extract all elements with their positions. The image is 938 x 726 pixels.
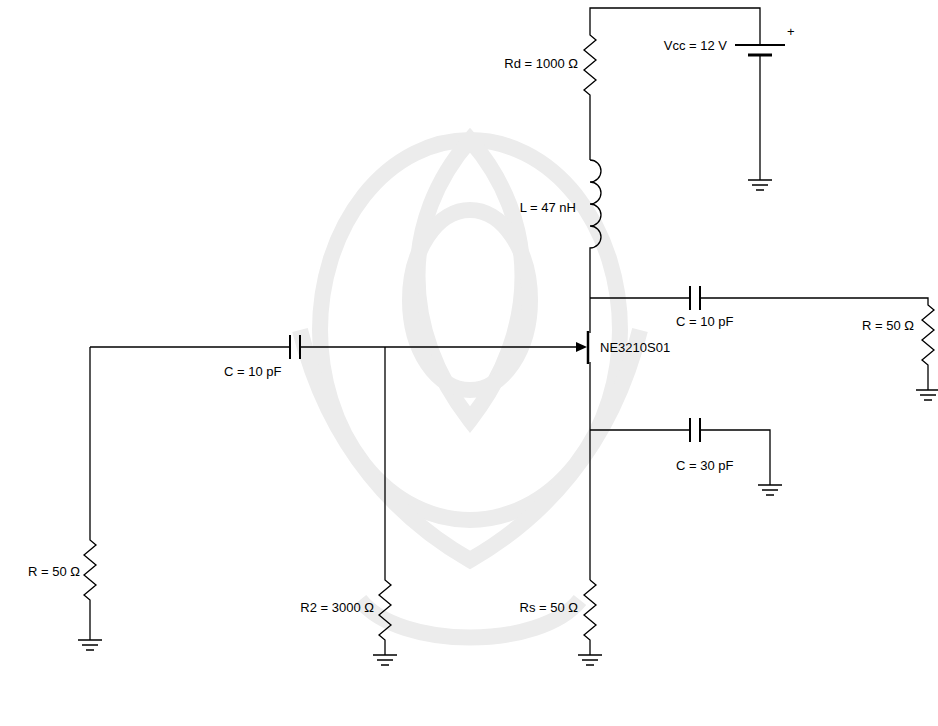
wires <box>78 8 938 665</box>
component-label: R = 50 Ω <box>28 564 80 580</box>
capacitor-symbol <box>690 418 700 442</box>
ground-symbol <box>373 655 397 665</box>
capacitor-symbol <box>690 286 700 310</box>
component-label: R2 = 3000 Ω <box>300 600 374 616</box>
wire <box>700 430 770 485</box>
fet-channel <box>587 331 590 364</box>
wire <box>590 429 690 430</box>
component-label: L = 47 nH <box>520 200 576 216</box>
ground-symbol <box>78 640 102 650</box>
component-label: + <box>787 24 795 40</box>
inductor-symbol <box>590 160 601 298</box>
component-label: C = 10 pF <box>224 364 281 380</box>
component-label: R = 50 Ω <box>862 318 914 334</box>
component-label: C = 30 pF <box>676 458 733 474</box>
drain-wire <box>589 298 590 333</box>
component-label: Vcc = 12 V <box>664 38 727 54</box>
wire <box>90 346 290 347</box>
gate-arrow <box>576 342 587 352</box>
component-label: NE3210S01 <box>600 340 670 356</box>
resistor-symbol <box>584 580 596 655</box>
resistor-symbol <box>379 347 391 655</box>
ground-symbol <box>758 485 782 495</box>
source-wire <box>589 362 590 580</box>
wire <box>590 297 690 298</box>
ground-symbol <box>916 390 938 400</box>
capacitor-symbol <box>290 335 300 359</box>
gate-wire <box>300 346 578 347</box>
battery-plate <box>735 44 785 46</box>
resistor-symbol <box>700 298 934 390</box>
ground-symbol <box>748 180 772 190</box>
component-label: C = 10 pF <box>676 314 733 330</box>
resistor-symbol <box>584 30 596 160</box>
wire <box>759 55 760 180</box>
resistor-symbol <box>84 347 96 640</box>
component-label: Rd = 1000 Ω <box>504 56 578 72</box>
watermark <box>300 140 640 638</box>
ground-symbol <box>578 655 602 665</box>
component-label: Rs = 50 Ω <box>520 600 579 616</box>
